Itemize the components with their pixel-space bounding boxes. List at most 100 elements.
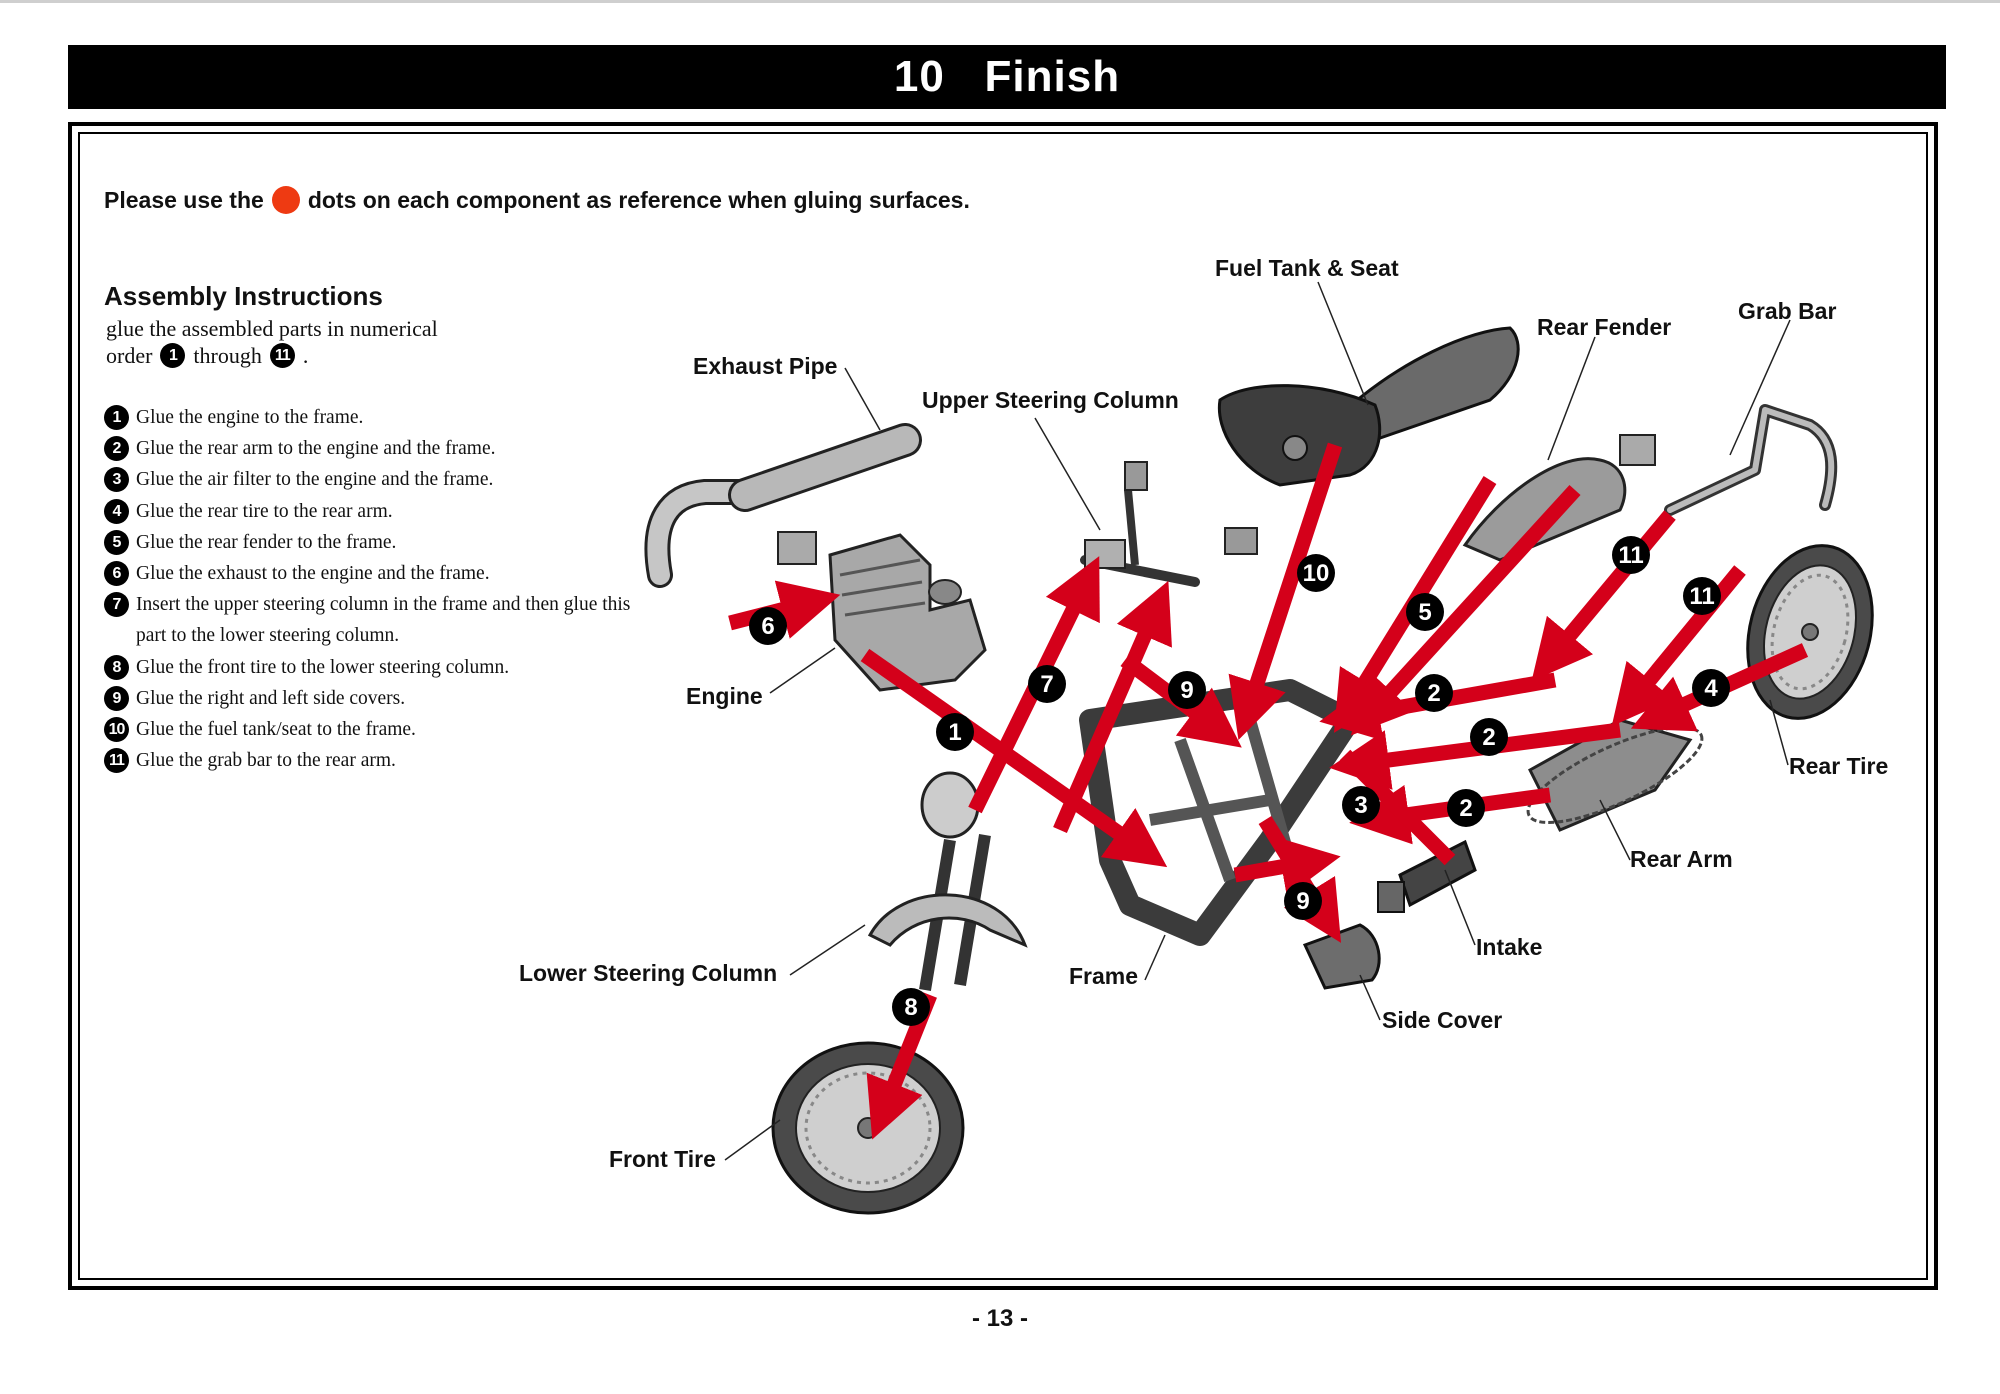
step-callout: 5: [1406, 593, 1444, 631]
gluing-note: Please use the dots on each component as…: [104, 186, 970, 214]
svg-text:5: 5: [1418, 599, 1431, 626]
svg-text:11: 11: [1689, 583, 1714, 610]
label-rear-fender: Rear Fender: [1537, 314, 1671, 340]
step-callout: 10: [1297, 554, 1335, 592]
step-item: 1 Glue the engine to the frame.: [104, 402, 636, 433]
label-frame: Frame: [1069, 963, 1138, 989]
svg-text:11: 11: [1618, 542, 1643, 569]
lower-steering-column-illustration: [867, 771, 1028, 991]
label-upper-steering-column: Upper Steering Column: [922, 387, 1179, 413]
step-item: 11 Glue the grab bar to the rear arm.: [104, 745, 636, 776]
intake-illustration: [1377, 839, 1477, 913]
label-intake: Intake: [1476, 934, 1542, 960]
svg-text:9: 9: [1296, 888, 1309, 915]
step-number-icon: 9: [104, 685, 129, 711]
step-callout: 9: [1284, 882, 1322, 920]
step-callout: 7: [1028, 665, 1066, 703]
label-rear-arm: Rear Arm: [1630, 846, 1733, 872]
step-number-icon: 8: [104, 654, 129, 680]
step-callout: 4: [1692, 669, 1730, 707]
svg-text:10: 10: [1303, 560, 1330, 587]
step-text: Glue the grab bar to the rear arm.: [136, 750, 396, 772]
section-title-bar: 10 Finish: [68, 45, 1946, 109]
step-number-icon: 11: [104, 748, 129, 774]
step-callout: 6: [749, 607, 787, 645]
step-item: 4 Glue the rear tire to the rear arm.: [104, 496, 636, 527]
rear-tire-illustration: [1746, 544, 1874, 720]
exhaust-pipe-illustration: [644, 423, 922, 588]
step-text: Glue the fuel tank/seat to the frame.: [136, 719, 416, 741]
engine-illustration: [828, 533, 987, 692]
step-text: Glue the front tire to the lower steerin…: [136, 656, 510, 678]
intro-period: .: [302, 343, 309, 368]
svg-text:2: 2: [1459, 795, 1472, 822]
note-text-before: Please use the: [104, 186, 264, 213]
step-callout: 9: [1168, 671, 1206, 709]
svg-text:6: 6: [761, 613, 774, 640]
svg-text:2: 2: [1482, 724, 1495, 751]
intro-text: glue the assembled parts in numerical: [106, 316, 438, 341]
step-text: Glue the exhaust to the engine and the f…: [136, 563, 490, 585]
content-frame-outer: [68, 122, 1938, 1290]
rear-fender-illustration: [1462, 434, 1656, 562]
step-text: Glue the right and left side covers.: [136, 687, 406, 709]
fuel-tank-seat-illustration: [1217, 326, 1520, 487]
step-number-icon: 1: [104, 405, 129, 430]
svg-text:8: 8: [904, 994, 917, 1021]
step-callout: 3: [1342, 786, 1380, 824]
intro-line-2: order 1 through 11 .: [106, 342, 438, 369]
step-text: Glue the rear arm to the engine and the …: [136, 438, 496, 460]
label-fuel-tank-seat: Fuel Tank & Seat: [1215, 255, 1399, 281]
step-number-icon: 4: [104, 498, 129, 524]
number-badge-icon: 11: [269, 343, 295, 368]
number-badge-icon: 1: [160, 343, 186, 368]
step-item: 10 Glue the fuel tank/seat to the frame.: [104, 714, 636, 745]
step-callout: 11: [1612, 536, 1650, 574]
step-item: 9 Glue the right and left side covers.: [104, 683, 636, 714]
section-title: 10 Finish: [893, 52, 1121, 101]
top-rule: [0, 0, 2000, 3]
instructions-title: Assembly Instructions: [104, 281, 383, 311]
red-dot-icon: [271, 186, 300, 214]
content-frame-inner: [78, 132, 1928, 1280]
svg-text:7: 7: [1040, 671, 1053, 698]
step-number-icon: 10: [104, 717, 129, 743]
step-item: 6 Glue the exhaust to the engine and the …: [104, 558, 636, 589]
step-number-icon: 3: [104, 467, 129, 493]
svg-text:3: 3: [1354, 792, 1367, 819]
svg-text:4: 4: [1704, 675, 1718, 702]
leader-lines: [724, 281, 1791, 1161]
step-text: Glue the air filter to the engine and th…: [136, 469, 494, 491]
label-exhaust-pipe: Exhaust Pipe: [693, 353, 837, 379]
grab-bar-illustration: [1664, 404, 1838, 516]
svg-text:9: 9: [1180, 677, 1193, 704]
side-cover-illustration: [1302, 923, 1381, 990]
front-tire-illustration: [771, 1041, 965, 1215]
intro-line-1: glue the assembled parts in numerical: [106, 315, 438, 342]
label-side-cover: Side Cover: [1382, 1007, 1502, 1033]
svg-text:2: 2: [1427, 680, 1440, 707]
step-text: Insert the upper steering column in the …: [136, 594, 631, 647]
step-number-icon: 7: [104, 592, 129, 618]
step-callout: 11: [1683, 577, 1721, 615]
step-number-icon: 2: [104, 436, 129, 462]
step-number-icon: 6: [104, 561, 129, 587]
label-front-tire: Front Tire: [609, 1146, 716, 1172]
step-text: Glue the rear tire to the rear arm.: [136, 500, 393, 522]
step-callout: 1: [936, 713, 974, 751]
page-number: - 13 -: [971, 1305, 1028, 1332]
step-item: 3 Glue the air filter to the engine and t…: [104, 464, 636, 495]
label-grab-bar: Grab Bar: [1738, 298, 1836, 324]
step-text: Glue the engine to the frame.: [136, 407, 364, 428]
label-lower-steering-column: Lower Steering Column: [519, 960, 777, 986]
intro-order-text: order: [106, 343, 153, 368]
step-item: 7 Insert the upper steering column in the…: [104, 589, 636, 651]
step-number-icon: 5: [104, 529, 129, 555]
step-callout: 2: [1447, 789, 1485, 827]
label-engine: Engine: [686, 683, 763, 709]
upper-steering-column-illustration: [1080, 461, 1258, 587]
step-callout: 2: [1415, 674, 1453, 712]
step-item: 8 Glue the front tire to the lower steeri…: [104, 652, 636, 683]
label-rear-tire: Rear Tire: [1789, 753, 1888, 779]
